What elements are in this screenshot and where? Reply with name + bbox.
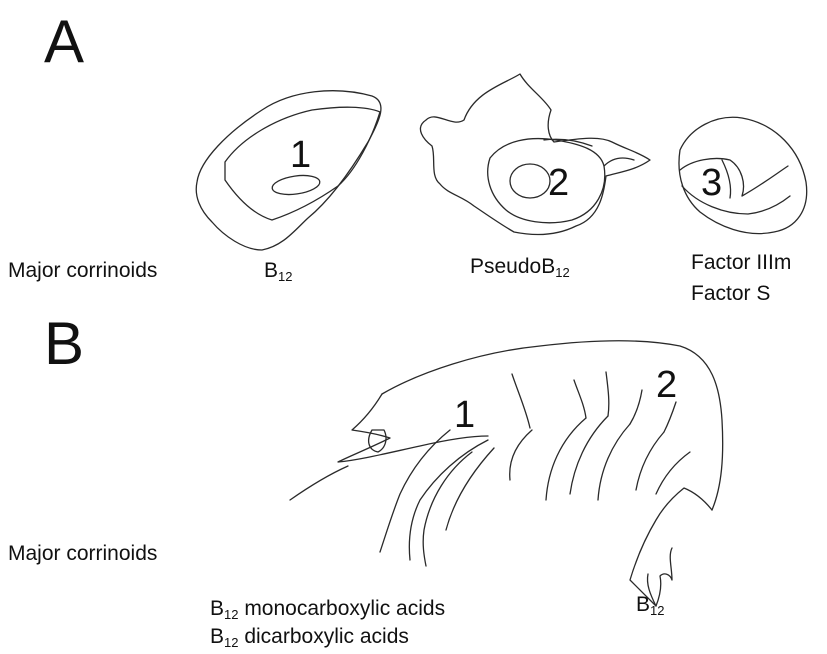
shrimp-region-1-number: 1: [454, 396, 475, 434]
shrimp-region-1-compound-line1: B12 monocarboxylic acids: [210, 598, 445, 619]
organism-3-compound-line1: Factor IIIm: [691, 252, 791, 273]
panel-b-row-label: Major corrinoids: [8, 543, 157, 564]
shrimp-region-1-compound-line2: B12 dicarboxylic acids: [210, 626, 409, 647]
organism-1-outline: [196, 91, 381, 250]
organism-1-number: 1: [290, 136, 311, 174]
organism-2-compound: PseudoB12: [470, 256, 570, 277]
organism-2-outline: [420, 74, 650, 234]
organism-1-compound: B12: [264, 260, 292, 281]
organism-2-number: 2: [548, 164, 569, 202]
organism-3-outline: [679, 117, 807, 233]
panel-a-row-label: Major corrinoids: [8, 260, 157, 281]
panel-a-letter: A: [44, 12, 84, 72]
shrimp-region-2-number: 2: [656, 366, 677, 404]
organism-3-number: 3: [701, 164, 722, 202]
shrimp-region-2-compound: B12: [636, 594, 664, 615]
organism-3-compound-line2: Factor S: [691, 283, 770, 304]
panel-b-letter: B: [44, 314, 84, 374]
